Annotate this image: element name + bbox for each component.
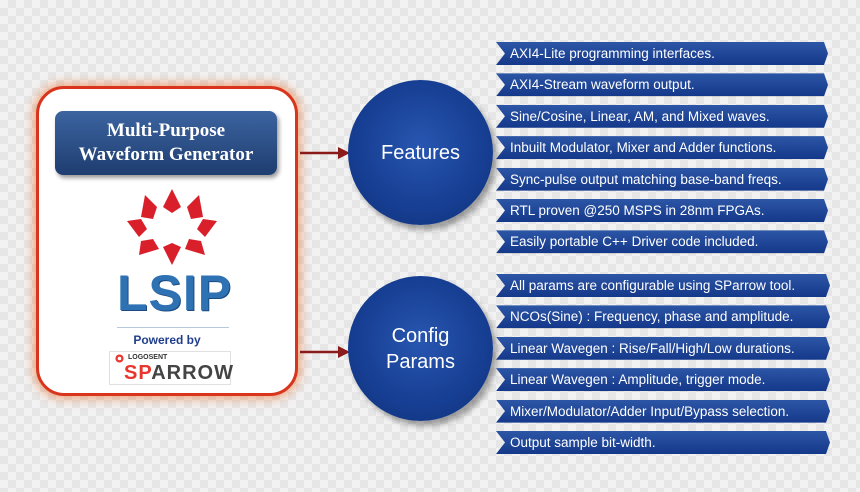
features-list: AXI4-Lite programming interfaces. AXI4-S… [496, 42, 828, 262]
arrow-to-config [300, 346, 350, 358]
config-item: Linear Wavegen : Amplitude, trigger mode… [496, 368, 830, 391]
sparrow-logo: LOGOSENT SPARROW [109, 351, 234, 385]
product-card: Multi-Purpose Waveform Generator LSIP Po… [36, 86, 298, 396]
config-item: NCOs(Sine) : Frequency, phase and amplit… [496, 305, 830, 328]
config-label-line2: Params [386, 350, 455, 373]
config-item: Output sample bit-width. [496, 431, 830, 454]
feature-item: Easily portable C++ Driver code included… [496, 230, 828, 253]
product-title: Multi-Purpose Waveform Generator [55, 111, 277, 175]
product-title-line2: Waveform Generator [78, 144, 254, 165]
lsip-logo: LSIP [117, 185, 233, 325]
config-params-list: All params are configurable using SParro… [496, 274, 830, 462]
config-label-line1: Config [391, 324, 450, 347]
sparrow-wordmark-part2: ARROW [151, 362, 234, 384]
feature-item: AXI4-Lite programming interfaces. [496, 42, 828, 65]
arrow-to-features [300, 147, 350, 159]
config-params-circle: Config Params [348, 276, 493, 421]
config-item: All params are configurable using SParro… [496, 274, 830, 297]
config-item: Mixer/Modulator/Adder Input/Bypass selec… [496, 400, 830, 423]
feature-item: Inbuilt Modulator, Mixer and Adder funct… [496, 136, 828, 159]
features-label: Features [381, 141, 460, 164]
sparrow-wordmark: SPARROW [124, 362, 234, 384]
feature-item: Sine/Cosine, Linear, AM, and Mixed waves… [496, 105, 828, 128]
lsip-logo-text: LSIP [117, 265, 233, 321]
powered-by-label: Powered by [133, 333, 201, 347]
feature-item: AXI4-Stream waveform output. [496, 73, 828, 96]
divider [117, 327, 229, 328]
logosent-icon [115, 354, 124, 363]
feature-item: RTL proven @250 MSPS in 28nm FPGAs. [496, 199, 828, 222]
sparrow-wordmark-part1: SP [124, 362, 152, 384]
features-circle: Features [348, 80, 493, 225]
lsip-star-icon [127, 189, 217, 265]
config-item: Linear Wavegen : Rise/Fall/High/Low dura… [496, 337, 830, 360]
logosent-text: LOGOSENT [128, 354, 168, 361]
feature-item: Sync-pulse output matching base-band fre… [496, 168, 828, 191]
product-title-line1: Multi-Purpose [106, 120, 226, 141]
